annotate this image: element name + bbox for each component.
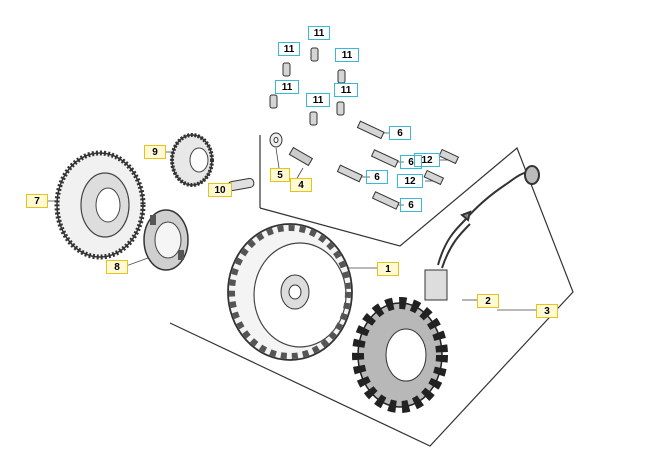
callout-part-11: 11 — [278, 42, 300, 56]
callout-part-11: 11 — [334, 83, 358, 97]
callout-part-8: 8 — [106, 260, 128, 274]
callout-part-10: 10 — [208, 183, 232, 197]
callout-part-6: 6 — [366, 170, 388, 184]
callout-part-5: 5 — [270, 168, 290, 182]
callout-part-1: 1 — [377, 262, 399, 276]
callout-part-11: 11 — [308, 26, 330, 40]
callout-part-6: 6 — [400, 155, 422, 169]
washer — [269, 132, 283, 148]
callout-part-6: 6 — [389, 126, 411, 140]
callout-part-11: 11 — [335, 48, 359, 62]
flywheel-rotor — [227, 223, 353, 361]
callout-part-4: 4 — [290, 178, 312, 192]
wire-harness — [437, 165, 540, 269]
callout-part-11: 11 — [306, 93, 330, 107]
screws — [269, 47, 346, 126]
callout-part-7: 7 — [26, 194, 48, 208]
callout-part-9: 9 — [144, 145, 166, 159]
callout-part-3: 3 — [536, 304, 558, 318]
callout-part-2: 2 — [477, 294, 499, 308]
bolts — [336, 120, 460, 210]
one-way-clutch — [143, 209, 189, 271]
nut-bolt — [288, 146, 314, 167]
ring-gear — [54, 150, 146, 260]
callout-part-12: 12 — [397, 174, 423, 188]
callout-part-12: 12 — [414, 153, 440, 167]
callout-part-11: 11 — [275, 80, 299, 94]
stator — [352, 269, 448, 413]
idler-gear — [170, 133, 214, 187]
assembly-outline — [169, 135, 574, 447]
callout-part-6: 6 — [400, 198, 422, 212]
